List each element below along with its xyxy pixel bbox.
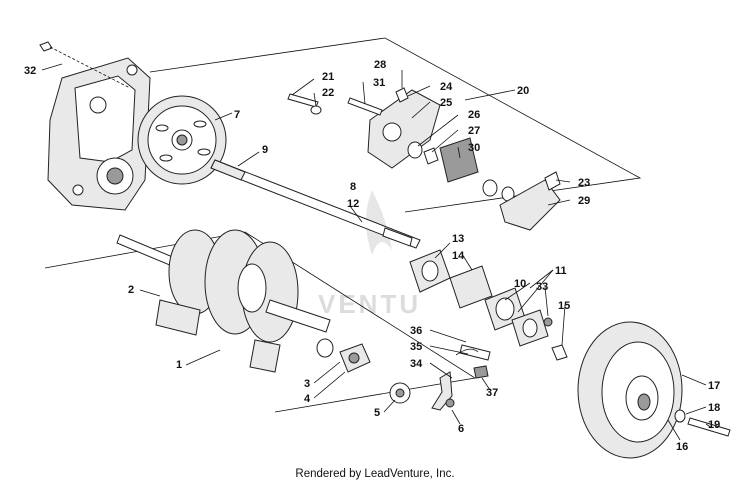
countershaft [210, 159, 421, 249]
footer-credit: Rendered by LeadVenture, Inc. [295, 468, 455, 480]
bearing-housing [339, 343, 371, 373]
label-36: 36 [410, 325, 422, 337]
nut [543, 317, 553, 327]
watermark: VENTU [318, 190, 421, 319]
label-15: 15 [558, 300, 570, 312]
label-12: 12 [347, 198, 359, 210]
label-19: 19 [708, 419, 720, 431]
label-11: 11 [555, 265, 567, 277]
part-labels: 32 7 9 8 12 2 1 3 4 5 6 36 35 34 37 13 1… [24, 59, 720, 453]
bearing-plates [409, 249, 549, 347]
label-23: 23 [578, 177, 590, 189]
label-25: 25 [440, 97, 452, 109]
label-14: 14 [452, 250, 465, 262]
label-3: 3 [304, 378, 310, 390]
label-18: 18 [708, 402, 720, 414]
leader-lines [41, 63, 713, 441]
sensor-wheel [389, 382, 411, 404]
label-35: 35 [410, 341, 422, 353]
drive-clutch [116, 229, 331, 373]
label-1: 1 [176, 359, 182, 371]
o-ring [316, 338, 334, 358]
label-27: 27 [468, 125, 480, 137]
label-29: 29 [578, 195, 590, 207]
washer [674, 409, 686, 423]
chaincase [47, 57, 151, 211]
label-32: 32 [24, 65, 36, 77]
label-17: 17 [708, 380, 720, 392]
label-9: 9 [262, 144, 268, 156]
label-5: 5 [374, 407, 380, 419]
label-33: 33 [536, 281, 548, 293]
label-26: 26 [468, 109, 480, 121]
label-8: 8 [350, 181, 356, 193]
label-21: 21 [322, 71, 334, 83]
spacer [551, 344, 568, 361]
watermark-text: VENTU [318, 289, 421, 319]
label-28: 28 [374, 59, 386, 71]
label-2: 2 [128, 284, 134, 296]
label-22: 22 [322, 87, 334, 99]
label-7: 7 [234, 109, 240, 121]
speed-sensor [431, 344, 491, 411]
label-20: 20 [517, 85, 529, 97]
label-10: 10 [514, 278, 526, 290]
brake-disc [137, 95, 227, 185]
label-6: 6 [458, 423, 464, 435]
driven-pulley [577, 321, 683, 459]
label-13: 13 [452, 233, 464, 245]
label-4: 4 [304, 393, 311, 405]
label-24: 24 [440, 81, 453, 93]
label-30: 30 [468, 142, 480, 154]
bolt-19 [687, 417, 731, 437]
label-16: 16 [676, 441, 688, 453]
label-37: 37 [486, 387, 498, 399]
label-34: 34 [410, 358, 423, 370]
label-31: 31 [373, 77, 385, 89]
